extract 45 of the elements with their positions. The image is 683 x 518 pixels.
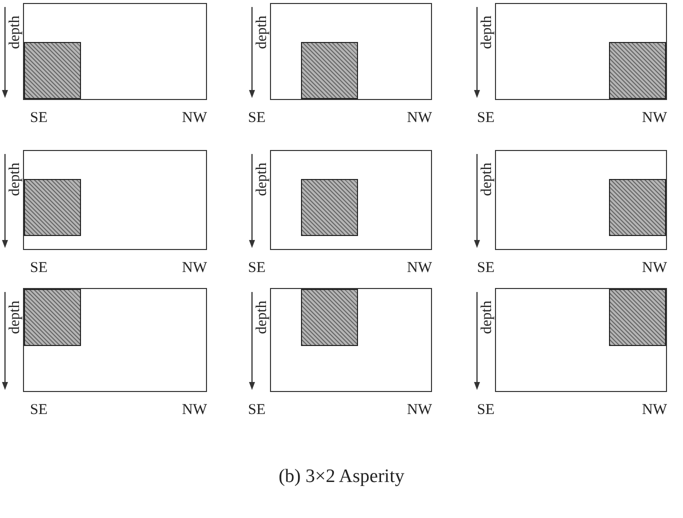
direction-label: NW bbox=[642, 261, 667, 276]
panel-frame bbox=[495, 3, 667, 100]
axis-label: depth bbox=[480, 162, 495, 196]
axis-label: depth bbox=[480, 300, 495, 334]
axis-label: depth bbox=[480, 16, 495, 49]
direction-label: NW bbox=[182, 261, 207, 276]
asperity-patch bbox=[609, 42, 666, 99]
panel-frame bbox=[270, 150, 432, 250]
direction-label: NW bbox=[642, 403, 667, 418]
axis-label: depth bbox=[255, 162, 270, 196]
direction-label: SE bbox=[30, 403, 48, 418]
direction-label: SE bbox=[30, 111, 48, 126]
direction-label: SE bbox=[477, 111, 495, 126]
asperity-patch bbox=[301, 289, 358, 346]
direction-label: SE bbox=[248, 403, 266, 418]
axis-label: depth bbox=[8, 162, 23, 196]
direction-label: SE bbox=[477, 261, 495, 276]
direction-label: NW bbox=[407, 403, 432, 418]
panel-frame bbox=[270, 3, 432, 100]
figure-caption: (b) 3×2 Asperity bbox=[278, 466, 406, 489]
asperity-patch bbox=[301, 42, 358, 99]
asperity-patch bbox=[301, 179, 358, 236]
panel-frame bbox=[23, 288, 207, 392]
axis-label: depth bbox=[255, 300, 270, 334]
direction-label: SE bbox=[248, 261, 266, 276]
direction-label: NW bbox=[642, 111, 667, 126]
direction-label: NW bbox=[407, 111, 432, 126]
asperity-patch bbox=[609, 179, 666, 236]
direction-label: SE bbox=[30, 261, 48, 276]
axis-label: depth bbox=[8, 16, 23, 49]
asperity-patch bbox=[609, 289, 666, 346]
direction-label: SE bbox=[248, 111, 266, 126]
panel-frame bbox=[23, 150, 207, 250]
direction-label: NW bbox=[182, 111, 207, 126]
asperity-patch bbox=[24, 289, 81, 346]
panel-frame bbox=[23, 3, 207, 100]
axis-label: depth bbox=[255, 16, 270, 49]
panel-frame bbox=[270, 288, 432, 392]
panel-frame bbox=[495, 288, 667, 392]
direction-label: NW bbox=[407, 261, 432, 276]
direction-label: NW bbox=[182, 403, 207, 418]
direction-label: SE bbox=[477, 403, 495, 418]
asperity-patch bbox=[24, 42, 81, 99]
asperity-patch bbox=[24, 179, 81, 236]
panel-frame bbox=[495, 150, 667, 250]
